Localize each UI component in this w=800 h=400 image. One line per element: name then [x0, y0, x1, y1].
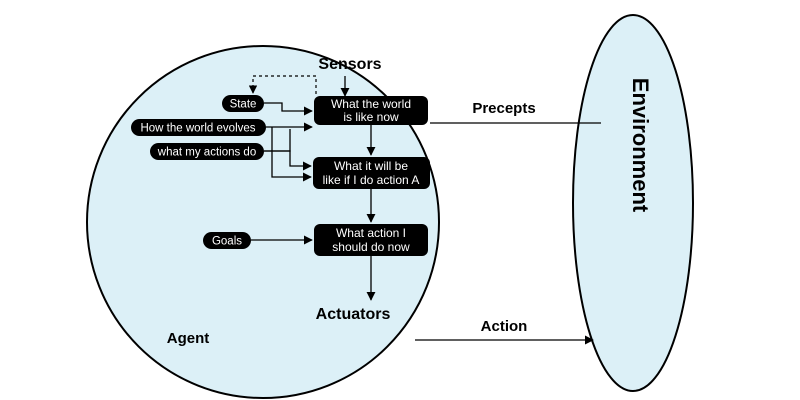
precepts-label: Precepts [472, 100, 535, 117]
world-now-line1: What the world [331, 97, 411, 111]
state-pill-label: State [230, 99, 257, 111]
actuators-label: Actuators [316, 306, 391, 323]
state-pill: State [222, 95, 264, 112]
world-now-box: What the world is like now [314, 96, 428, 125]
action-now-box: What action I should do now [314, 224, 428, 256]
will-be-line1: What it will be [334, 159, 408, 173]
action-now-line1: What action I [336, 226, 406, 240]
arrow-state-to-world [264, 102, 313, 116]
agent-label: Agent [167, 330, 210, 347]
action-now-line2: should do now [332, 240, 410, 254]
environment-label: Environment [628, 78, 653, 213]
action-label: Action [481, 318, 528, 335]
sensors-label: Sensors [318, 56, 381, 73]
state-feedback-loop [248, 75, 317, 94]
how-world-evolves-label: How the world evolves [140, 123, 255, 135]
world-now-line2: is like now [343, 110, 399, 124]
goals-pill: Goals [203, 232, 251, 249]
environment-ellipse [572, 14, 694, 392]
will-be-box: What it will be like if I do action A [313, 157, 430, 189]
goals-label: Goals [212, 236, 242, 248]
will-be-line2: like if I do action A [323, 173, 420, 187]
arrow-evolves-to-willbe [271, 127, 312, 182]
what-my-actions-do-label: what my actions do [157, 147, 256, 159]
what-my-actions-do-pill: what my actions do [150, 143, 264, 160]
arrow-actions-to-willbe [264, 150, 312, 171]
how-world-evolves-pill: How the world evolves [131, 119, 266, 136]
